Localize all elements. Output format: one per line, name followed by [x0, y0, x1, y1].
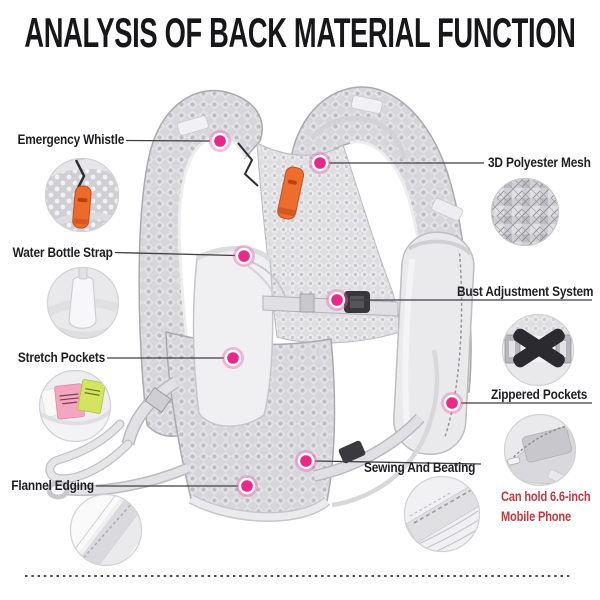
stitching-closeup-circle: [403, 475, 481, 553]
note-line1: Can hold 6.6-inch: [501, 489, 591, 504]
marker-emergency-whistle: [209, 130, 231, 152]
marker-stretch-pockets: [222, 347, 244, 369]
note-phone-capacity: Can hold 6.6-inch Mobile Phone: [501, 487, 591, 527]
marker-bust-adjustment: [326, 289, 348, 311]
stretch-pocket-snacks-closeup-circle: [38, 369, 112, 443]
emergency-whistle-closeup-circle: [44, 157, 120, 233]
marker-polyester-mesh: [309, 152, 331, 174]
label-water-bottle-strap: Water Bottle Strap: [12, 245, 113, 260]
marker-water-bottle-strap: [233, 245, 255, 267]
callout-lines: [96, 139, 592, 487]
label-stretch-pockets: Stretch Pockets: [17, 350, 105, 365]
label-emergency-whistle: Emergency Whistle: [17, 132, 124, 147]
marker-sewing-beating: [295, 450, 317, 472]
label-polyester-mesh: 3D Polyester Mesh: [488, 155, 591, 170]
marker-flannel-edging: [236, 475, 258, 497]
marker-zippered-pockets: [441, 392, 463, 414]
label-zippered-pockets: Zippered Pockets: [491, 387, 588, 402]
polyester-mesh-closeup-circle: [490, 177, 560, 247]
vest-illustration: [45, 86, 475, 522]
callout-line-water-bottle-strap: [114, 251, 236, 257]
label-bust-adjustment: Bust Adjustment System: [457, 284, 594, 299]
whistle-shape: [277, 166, 305, 220]
phone-pocket-closeup-circle: [503, 413, 577, 487]
label-flannel-edging: Flannel Edging: [11, 478, 94, 493]
callout-line-emergency-whistle: [125, 139, 211, 142]
title-bar: ANALYSIS OF BACK MATERIAL FUNCTION: [0, 12, 600, 54]
flannel-edging-closeup-circle: [69, 493, 143, 567]
note-line2: Mobile Phone: [501, 509, 571, 524]
callout-line-sewing-beating: [314, 460, 482, 465]
cross-strap-buckle-closeup-circle: [501, 313, 575, 387]
water-bottle-closeup-circle: [46, 266, 120, 340]
label-sewing-beating: Sewing And Beating: [364, 460, 476, 475]
page-title: ANALYSIS OF BACK MATERIAL FUNCTION: [24, 9, 576, 56]
zippered-pocket-shape: [393, 231, 475, 455]
